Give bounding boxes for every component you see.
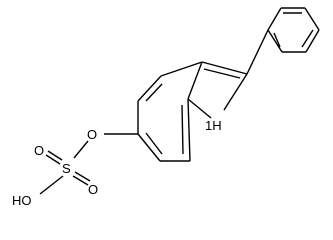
bond-s-o-double	[72, 175, 89, 186]
bond-s-oh	[39, 175, 64, 195]
bond	[137, 133, 161, 162]
bond-s-o-double	[45, 154, 61, 165]
phenyl-ring	[267, 7, 320, 53]
double-bond-inner	[301, 29, 314, 48]
bond	[305, 29, 320, 53]
bond	[267, 7, 282, 31]
bond	[201, 61, 248, 75]
bond-s-o-double	[47, 150, 63, 161]
ester-oxygen-label: O	[87, 127, 97, 142]
double-bond-inner	[145, 132, 163, 155]
pyrrole-ring	[187, 61, 248, 119]
sulfur-label: S	[62, 161, 71, 176]
bond-o-s	[73, 140, 89, 159]
structure-canvas: 1H O S O O HO	[12, 7, 320, 208]
oxygen-bottom-label: O	[88, 182, 98, 197]
double-bond-inner	[145, 83, 163, 102]
bond	[223, 73, 248, 111]
hydroxyl-label: HO	[12, 193, 32, 208]
double-bond-inner	[273, 32, 281, 48]
double-bond-inner	[203, 68, 241, 79]
oxygen-top-label: O	[34, 143, 44, 158]
nh-label: 1H	[205, 118, 222, 133]
bond	[160, 61, 203, 77]
bond	[187, 61, 203, 100]
benzo-ring	[137, 61, 203, 162]
bond	[187, 98, 191, 162]
bond	[187, 98, 212, 119]
bond-phenyl-indole	[246, 29, 269, 75]
bond	[137, 75, 162, 102]
chemical-structure: 1H O S O O HO	[12, 7, 320, 208]
bond-s-o-double	[74, 171, 91, 182]
double-bond-inner	[181, 104, 184, 155]
bond	[304, 7, 320, 31]
bond	[267, 29, 283, 53]
